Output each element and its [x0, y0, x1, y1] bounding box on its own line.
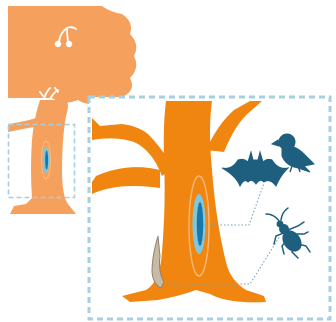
zoom-view	[89, 97, 330, 319]
small-tree-canopy	[8, 6, 136, 104]
